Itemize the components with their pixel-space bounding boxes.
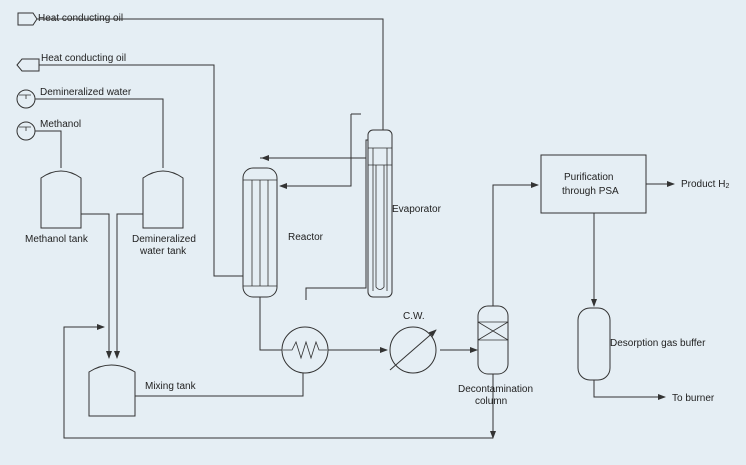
buffer-to-burner-line xyxy=(593,380,666,400)
column-packing xyxy=(477,321,509,341)
heat-exchanger-icon xyxy=(281,326,329,374)
oil-outlet-2: Heat conducting oil xyxy=(16,53,126,72)
water-to-mix-line xyxy=(114,213,143,359)
oil-outlet-2-icon xyxy=(16,58,40,72)
reactor-label: Reactor xyxy=(288,232,324,243)
evaporator: Evaporator xyxy=(367,129,442,298)
column-label-1: Decontamination xyxy=(458,384,533,395)
water-pump-label: Demineralized water xyxy=(40,87,132,98)
reactor: Reactor xyxy=(242,167,324,298)
oil-line-2 xyxy=(39,64,244,277)
mixing-tank-label: Mixing tank xyxy=(145,381,197,392)
oil-line-1 xyxy=(37,18,384,130)
hx-to-evap-line xyxy=(305,139,368,300)
methanol-feed-line xyxy=(35,130,62,168)
column-label-2: column xyxy=(475,396,507,407)
psa-label-1: Purification xyxy=(564,172,613,183)
decontamination-column: Decontamination column xyxy=(458,305,533,407)
buffer-vessel xyxy=(577,307,611,381)
evaporator-label: Evaporator xyxy=(392,204,442,215)
heat-exchanger xyxy=(281,326,329,374)
cooler-label: C.W. xyxy=(403,311,425,322)
psa-box xyxy=(540,154,647,214)
evaporator-shell xyxy=(367,129,393,298)
reactor-tubes xyxy=(243,179,277,287)
psa-unit: Purification through PSA xyxy=(540,154,647,214)
oil-outlet-2-label: Heat conducting oil xyxy=(41,53,126,64)
mixing-tank-vessel xyxy=(88,364,136,417)
water-tank: Demineralized water tank xyxy=(132,170,196,257)
methanol-tank-label: Methanol tank xyxy=(25,234,89,245)
methanol-tank: Methanol tank xyxy=(25,170,89,245)
methanol-pump: Methanol xyxy=(16,119,81,141)
methanol-pump-label: Methanol xyxy=(40,119,81,130)
desorption-buffer: Desorption gas buffer xyxy=(577,307,706,381)
evaporator-tube xyxy=(375,165,385,290)
product-label: Product H2 xyxy=(681,179,729,190)
water-tank-label-1: Demineralized xyxy=(132,234,196,245)
water-tank-label-2: water tank xyxy=(139,246,187,257)
process-lines xyxy=(35,18,675,439)
mixing-tank: Mixing tank xyxy=(88,364,197,417)
water-tank-vessel xyxy=(142,170,184,229)
methanol-tank-vessel xyxy=(40,170,82,229)
mix-to-hx-line xyxy=(135,373,304,397)
recycle-line xyxy=(63,324,493,439)
water-feed-line xyxy=(35,98,164,168)
water-pump: Demineralized water xyxy=(16,87,132,109)
psa-label-2: through PSA xyxy=(562,186,619,197)
methanol-to-mix-line xyxy=(81,213,112,359)
evap-to-reactor-side-line xyxy=(280,113,361,186)
buffer-label: Desorption gas buffer xyxy=(610,338,706,349)
burner-label: To burner xyxy=(672,393,715,404)
oil-inlet-1-icon xyxy=(17,12,38,26)
column-to-psa-line xyxy=(492,182,539,306)
reactor-to-hx-line xyxy=(259,297,283,351)
cooler: C.W. xyxy=(389,311,437,374)
